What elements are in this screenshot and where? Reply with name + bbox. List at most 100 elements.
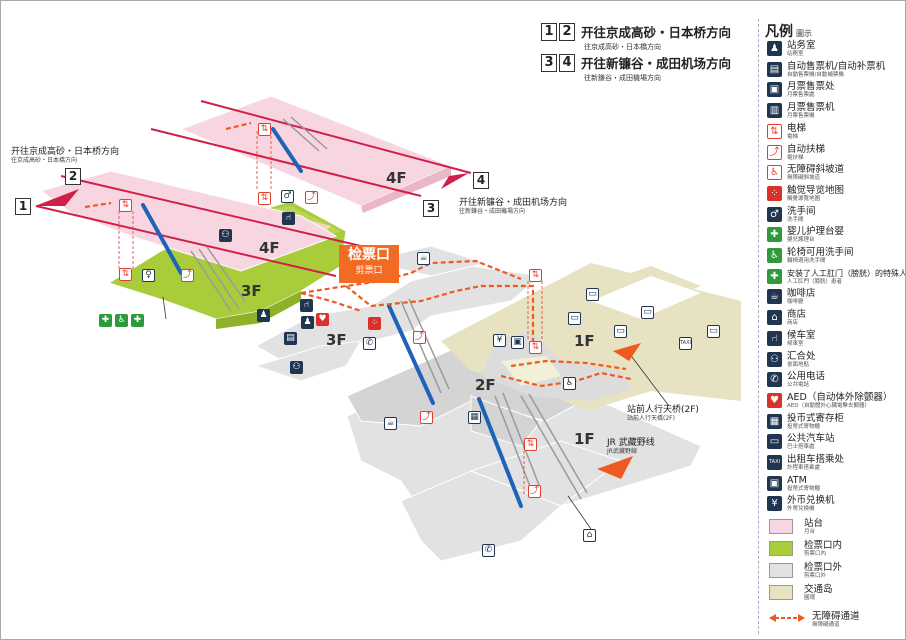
wheelchair-restroom-icon: ♿ bbox=[115, 314, 128, 327]
legend-item-label: 触觉导览地图 bbox=[787, 184, 845, 196]
meeting-point-icon: ⚇ bbox=[767, 351, 782, 367]
ostomy-restroom-icon: ✚ bbox=[767, 268, 782, 284]
platform-number-box: 1 bbox=[541, 22, 557, 41]
right-direction-label: 开往新镰谷・成田机场方向 往新鎌谷・成田機場方向 bbox=[459, 198, 568, 215]
legend-area-swatch bbox=[769, 563, 793, 578]
elevator-icon: ⇅ bbox=[767, 123, 782, 139]
elevator-shafts bbox=[118, 131, 543, 496]
elevator-icon: ⇅ bbox=[258, 123, 271, 136]
bus-stop-icon: ▭ bbox=[767, 434, 782, 450]
legend-item-label: 商店 bbox=[787, 309, 807, 321]
pedestrian-bridge-label: 站前人行天桥(2F) 站前人行天橋(2F) bbox=[627, 405, 699, 422]
public-phone-icon: ✆ bbox=[767, 372, 782, 388]
floor-label-3f-right: 3F bbox=[326, 331, 347, 349]
taxi-stand-icon: TAXI bbox=[679, 337, 692, 350]
slope-icon: ♿ bbox=[767, 165, 782, 181]
legend-item-sublabel: 洗手間 bbox=[787, 216, 804, 223]
direction-3-4: 3 4 开往新镰谷・成田机场方向 往新鎌谷・成田機場方向 bbox=[541, 53, 751, 83]
platform-number-box: 3 bbox=[541, 53, 557, 72]
ticket-machine-icon: ▤ bbox=[767, 61, 782, 77]
legend-area-sublabel: 圓環 bbox=[804, 595, 816, 601]
legend-area-label: 交通岛 bbox=[804, 584, 833, 595]
legend-item-label: 月票售票处 bbox=[787, 81, 835, 93]
track-lines bbox=[35, 100, 472, 277]
elevator-icon: ⇅ bbox=[529, 341, 542, 354]
jr-arrow bbox=[597, 456, 633, 479]
legend-item-sublabel: 計程車搭乘處 bbox=[787, 465, 821, 471]
legend-area-sublabel: 剪票口外 bbox=[804, 573, 827, 579]
legend-panel: 凡例圖示 ♟站务室站務室▤自动售票机/自动补票机自動售票機/自動補票機▣月票售票… bbox=[758, 19, 905, 634]
legend-item-label: 出租车搭乘处 bbox=[787, 454, 845, 465]
escalator-icon: ⤴ bbox=[420, 411, 433, 424]
legend-item-sublabel: 無障礙斜坡道 bbox=[787, 175, 821, 182]
legend-item-label: 外币兑换机 bbox=[787, 495, 835, 507]
bus-stop-icon: ▭ bbox=[707, 325, 720, 338]
legend-area-text: 检票口外剪票口外 bbox=[804, 562, 842, 580]
commuter-pass-machine-icon: ▥ bbox=[767, 103, 782, 119]
area-3f-ledge bbox=[216, 291, 301, 329]
coin-locker-icon: ▦ bbox=[767, 413, 782, 429]
aed-icon: ♥ bbox=[767, 392, 782, 408]
elevator-icon: ⇅ bbox=[529, 269, 542, 282]
legend-title: 凡例圖示 bbox=[765, 24, 812, 40]
atm-icon: ▣ bbox=[767, 475, 782, 491]
meeting-point-icon: ⚇ bbox=[290, 361, 303, 374]
baby-changing-icon: ✚ bbox=[767, 227, 782, 243]
station-office-icon: ♟ bbox=[767, 41, 782, 56]
legend-item-sublabel: 會面地點 bbox=[787, 361, 810, 368]
escalator-icon: ⤴ bbox=[413, 331, 426, 344]
floor-label-3f-left: 3F bbox=[241, 282, 262, 300]
shop-icon: ⌂ bbox=[767, 310, 782, 326]
legend-area-text: 站台月台 bbox=[804, 518, 823, 536]
escalator-icon: ⤴ bbox=[528, 485, 541, 498]
legend-item-label: 投币式寄存柜 bbox=[787, 412, 845, 424]
tactile-map-icon: ⁘ bbox=[368, 317, 381, 330]
ostomy-restroom-icon: ✚ bbox=[131, 314, 144, 327]
legend-area-label: 检票口外 bbox=[804, 562, 843, 573]
legend-item-label: 候车室 bbox=[787, 329, 816, 341]
elevator-icon: ⇅ bbox=[119, 268, 132, 281]
legend-item-label: 洗手间 bbox=[787, 205, 816, 217]
legend-item-sublabel: 投幣式寄物櫃 bbox=[787, 485, 821, 492]
elevator-icon: ⇅ bbox=[258, 192, 271, 205]
legend-item-sublabel: 月票售票處 bbox=[787, 92, 815, 99]
direction-title: 开往新镰谷・成田机场方向 bbox=[581, 56, 732, 71]
wheelchair-restroom-icon: ♿ bbox=[767, 248, 782, 263]
bus-stop-icon: ▭ bbox=[614, 325, 627, 338]
legend-item-label: 无障碍斜坡道 bbox=[787, 164, 845, 176]
platform-2-marker: 2 bbox=[65, 168, 81, 185]
legend-item-label: 自动扶梯 bbox=[787, 143, 826, 155]
area-bus-loop bbox=[591, 276, 701, 319]
legend-item-sublabel: 外幣兌換機 bbox=[787, 506, 815, 513]
floor-label-2f: 2F bbox=[475, 376, 496, 394]
legend-area-label: 检票口内 bbox=[804, 540, 843, 551]
taxi-stand-icon: TAXI bbox=[767, 455, 782, 470]
platform-4-marker: 4 bbox=[473, 172, 489, 189]
bus-stop-icon: ▭ bbox=[586, 288, 599, 301]
bus-stop-icon: ▭ bbox=[568, 312, 581, 325]
baby-changing-icon: ✚ bbox=[99, 314, 112, 327]
legend-item-label: 轮椅可用洗手间 bbox=[787, 247, 854, 258]
legend-item-label: 婴儿护理台婴 bbox=[787, 226, 845, 238]
legend-item-sublabel: 公共電話 bbox=[787, 382, 810, 389]
legend-item-sublabel: 候車室 bbox=[787, 340, 804, 347]
commuter-pass-office-icon: ▣ bbox=[767, 82, 782, 98]
direction-subtitle: 往京成高砂・日本橋方向 bbox=[584, 43, 661, 51]
station-office-icon: ♟ bbox=[301, 316, 314, 329]
floor-label-4f-upper: 4F bbox=[386, 169, 407, 187]
escalators bbox=[141, 127, 523, 508]
ticket-gate-label: 检票口 剪票口 bbox=[339, 245, 399, 283]
coin-locker-icon: ▦ bbox=[468, 411, 481, 424]
restroom-icon: ♂ bbox=[281, 190, 294, 203]
legend-item-label: AED（自动体外除颤器） bbox=[787, 391, 893, 403]
legend-item-label: 公用电话 bbox=[787, 371, 826, 383]
legend-area-swatch bbox=[769, 585, 793, 600]
legend-item-sublabel: 站務室 bbox=[787, 51, 804, 57]
meeting-point-icon: ⚇ bbox=[219, 229, 232, 242]
aed-icon: ♥ bbox=[316, 313, 329, 326]
legend-area-text: 交通岛圓環 bbox=[804, 584, 833, 602]
legend-item-label: 自动售票机/自动补票机 bbox=[787, 60, 886, 72]
station-office-icon: ♟ bbox=[257, 309, 270, 322]
legend-item-sublabel: 月票售票機 bbox=[787, 113, 815, 120]
